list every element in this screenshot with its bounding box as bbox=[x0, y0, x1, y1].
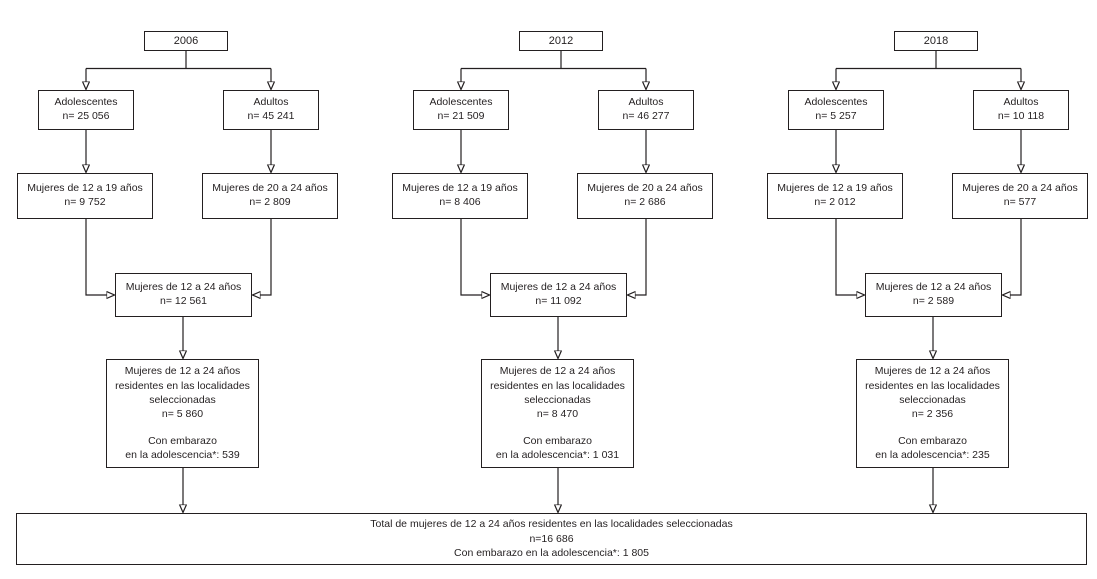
node-title: Mujeres de 12 a 24 años bbox=[875, 281, 992, 294]
node-title: Adultos bbox=[1003, 96, 1039, 109]
node-n: n= 45 241 bbox=[247, 110, 295, 122]
node-n: n= 10 118 bbox=[997, 110, 1045, 122]
node-title: seleccionadas bbox=[524, 393, 591, 406]
node-title: Mujeres de 20 a 24 años bbox=[587, 182, 703, 195]
node-title: Mujeres de 12 a 19 años bbox=[777, 182, 893, 195]
node-residentes: Mujeres de 12 a 24 años residentes en la… bbox=[481, 359, 634, 468]
node-embarazo: en la adolescencia*: 235 bbox=[875, 449, 990, 462]
node-mujeres-12-24: Mujeres de 12 a 24 años n= 11 092 bbox=[490, 273, 627, 317]
node-adultos: Adultos n= 45 241 bbox=[223, 90, 319, 130]
node-adultos: Adultos n= 46 277 bbox=[598, 90, 694, 130]
node-n: n= 5 860 bbox=[161, 408, 204, 420]
node-mujeres-12-19: Mujeres de 12 a 19 años n= 9 752 bbox=[17, 173, 153, 219]
node-n: n= 12 561 bbox=[159, 295, 207, 307]
node-title: Mujeres de 12 a 24 años bbox=[125, 281, 242, 294]
node-mujeres-12-24: Mujeres de 12 a 24 años n= 2 589 bbox=[865, 273, 1002, 317]
node-n: n= 2 589 bbox=[912, 295, 955, 307]
node-n: n= 25 056 bbox=[62, 110, 110, 122]
year-box: 2018 bbox=[894, 31, 978, 51]
node-n: n= 9 752 bbox=[64, 196, 106, 208]
node-title: Mujeres de 20 a 24 años bbox=[212, 182, 328, 195]
node-n: n= 2 686 bbox=[624, 196, 666, 208]
total-embarazo: Con embarazo en la adolescencia*: 1 805 bbox=[454, 547, 649, 560]
node-title: seleccionadas bbox=[899, 393, 966, 406]
node-title: Mujeres de 12 a 24 años bbox=[124, 365, 241, 378]
node-embarazo: Con embarazo bbox=[898, 435, 967, 448]
node-embarazo: Con embarazo bbox=[523, 435, 592, 448]
node-n: n= 11 092 bbox=[535, 295, 582, 307]
node-n: n= 2 012 bbox=[814, 196, 856, 208]
node-adolescentes: Adolescentes n= 25 056 bbox=[38, 90, 134, 130]
node-mujeres-20-24: Mujeres de 20 a 24 años n= 2 686 bbox=[577, 173, 713, 219]
node-title: Adultos bbox=[628, 96, 664, 109]
node-title: Mujeres de 12 a 24 años bbox=[874, 365, 991, 378]
node-adultos: Adultos n= 10 118 bbox=[973, 90, 1069, 130]
node-title: Adolescentes bbox=[429, 96, 493, 109]
node-title: Mujeres de 12 a 24 años bbox=[500, 281, 617, 294]
node-embarazo: en la adolescencia*: 539 bbox=[125, 449, 240, 462]
node-title: Mujeres de 12 a 19 años bbox=[27, 182, 143, 195]
year-box: 2006 bbox=[144, 31, 228, 51]
node-mujeres-12-19: Mujeres de 12 a 19 años n= 8 406 bbox=[392, 173, 528, 219]
node-n: n= 8 470 bbox=[536, 408, 579, 420]
node-title: Adultos bbox=[253, 96, 289, 109]
year-label: 2006 bbox=[173, 34, 199, 47]
node-n: n= 46 277 bbox=[622, 110, 670, 122]
node-residentes: Mujeres de 12 a 24 años residentes en la… bbox=[856, 359, 1009, 468]
node-title: Adolescentes bbox=[54, 96, 118, 109]
node-title: residentes en las localidades bbox=[115, 379, 250, 392]
total-title: Total de mujeres de 12 a 24 años residen… bbox=[370, 517, 733, 530]
node-title: seleccionadas bbox=[149, 393, 216, 406]
node-n: n= 5 257 bbox=[815, 110, 857, 122]
node-title: Mujeres de 12 a 19 años bbox=[402, 182, 518, 195]
year-label: 2018 bbox=[923, 34, 949, 47]
node-n: n= 577 bbox=[1003, 196, 1037, 208]
node-n: n= 2 809 bbox=[249, 196, 291, 208]
node-residentes: Mujeres de 12 a 24 años residentes en la… bbox=[106, 359, 259, 468]
year-box: 2012 bbox=[519, 31, 603, 51]
node-n: n= 2 356 bbox=[911, 408, 954, 420]
node-mujeres-12-19: Mujeres de 12 a 19 años n= 2 012 bbox=[767, 173, 903, 219]
node-title: Adolescentes bbox=[804, 96, 868, 109]
year-label: 2012 bbox=[548, 34, 574, 47]
node-n: n= 21 509 bbox=[437, 110, 485, 122]
node-title: residentes en las localidades bbox=[490, 379, 625, 392]
node-title: residentes en las localidades bbox=[865, 379, 1000, 392]
node-total: Total de mujeres de 12 a 24 años residen… bbox=[16, 513, 1087, 565]
node-n: n= 8 406 bbox=[439, 196, 481, 208]
total-n: n=16 686 bbox=[529, 532, 574, 545]
node-embarazo: Con embarazo bbox=[148, 435, 217, 448]
node-embarazo: en la adolescencia*: 1 031 bbox=[495, 449, 620, 462]
node-adolescentes: Adolescentes n= 21 509 bbox=[413, 90, 509, 130]
node-mujeres-12-24: Mujeres de 12 a 24 años n= 12 561 bbox=[115, 273, 252, 317]
node-title: Mujeres de 12 a 24 años bbox=[499, 365, 616, 378]
node-adolescentes: Adolescentes n= 5 257 bbox=[788, 90, 884, 130]
node-mujeres-20-24: Mujeres de 20 a 24 años n= 2 809 bbox=[202, 173, 338, 219]
node-title: Mujeres de 20 a 24 años bbox=[962, 182, 1078, 195]
node-mujeres-20-24: Mujeres de 20 a 24 años n= 577 bbox=[952, 173, 1088, 219]
